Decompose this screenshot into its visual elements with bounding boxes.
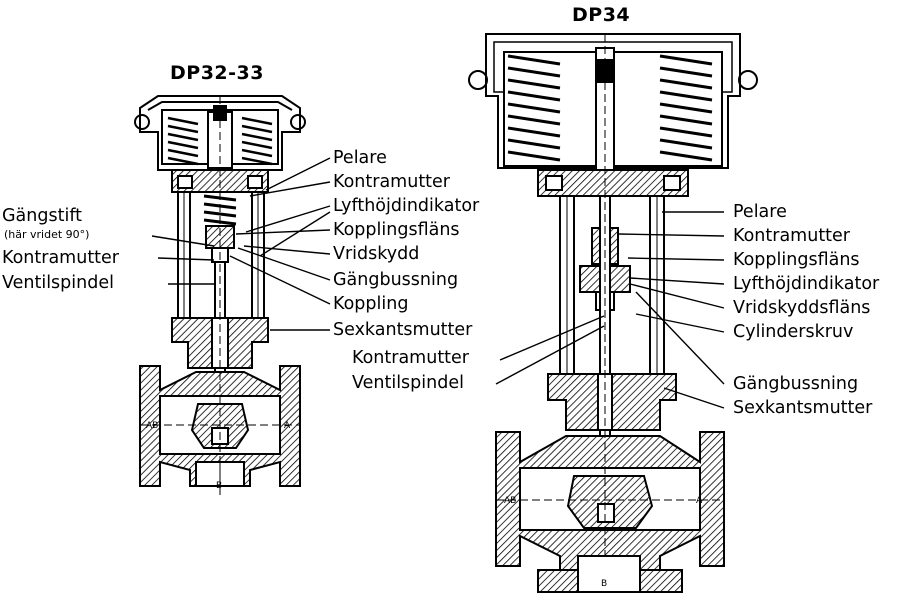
port-labels: AB A B AB A B [146,421,703,589]
right-port-a: A [696,496,703,506]
dp32-33-drawing [134,95,306,495]
left-label-koppling: Koppling [333,294,409,314]
left-label-vridskydd: Vridskydd [333,244,420,264]
dp32-33-title: DP32-33 [170,62,264,84]
left-label-kontramutter: Kontramutter [333,172,451,192]
left-port-b: B [216,481,222,491]
right-label-pelare: Pelare [733,202,787,222]
right-label-cylinderskruv: Cylinderskruv [733,322,854,342]
dp34-drawing [468,33,758,593]
left-label-ventilspindel: Ventilspindel [2,273,114,293]
left-label-lyfthojdindikator: Lyfthöjdindikator [333,196,480,216]
left-port-a: A [284,421,291,431]
left-port-ab: AB [146,421,158,431]
dp34-title: DP34 [572,4,631,26]
left-label-pelare: Pelare [333,148,387,168]
left-label-gangbussning: Gängbussning [333,270,459,290]
right-label-ventilspindel: Ventilspindel [352,373,464,393]
right-label-lyfthojdindikator: Lyfthöjdindikator [733,274,880,294]
left-label-gangstift: Gängstift [2,206,83,226]
left-label-kontramutter-stem: Kontramutter [2,248,120,268]
left-label-kopplingsflans: Kopplingsfläns [333,220,460,240]
leader-lines [151,157,725,409]
left-label-sexkantsmutter: Sexkantsmutter [333,320,473,340]
right-label-kontramutter-stem: Kontramutter [352,348,470,368]
right-port-ab: AB [504,496,516,506]
right-label-kontramutter: Kontramutter [733,226,851,246]
right-label-vridskyddsflans: Vridskyddsfläns [733,298,871,318]
right-port-b: B [601,579,607,589]
right-label-sexkantsmutter: Sexkantsmutter [733,398,873,418]
right-label-kopplingsflans: Kopplingsfläns [733,250,860,270]
right-label-gangbussning: Gängbussning [733,374,859,394]
left-label-rotated-note: (här vridet 90°) [4,228,90,241]
